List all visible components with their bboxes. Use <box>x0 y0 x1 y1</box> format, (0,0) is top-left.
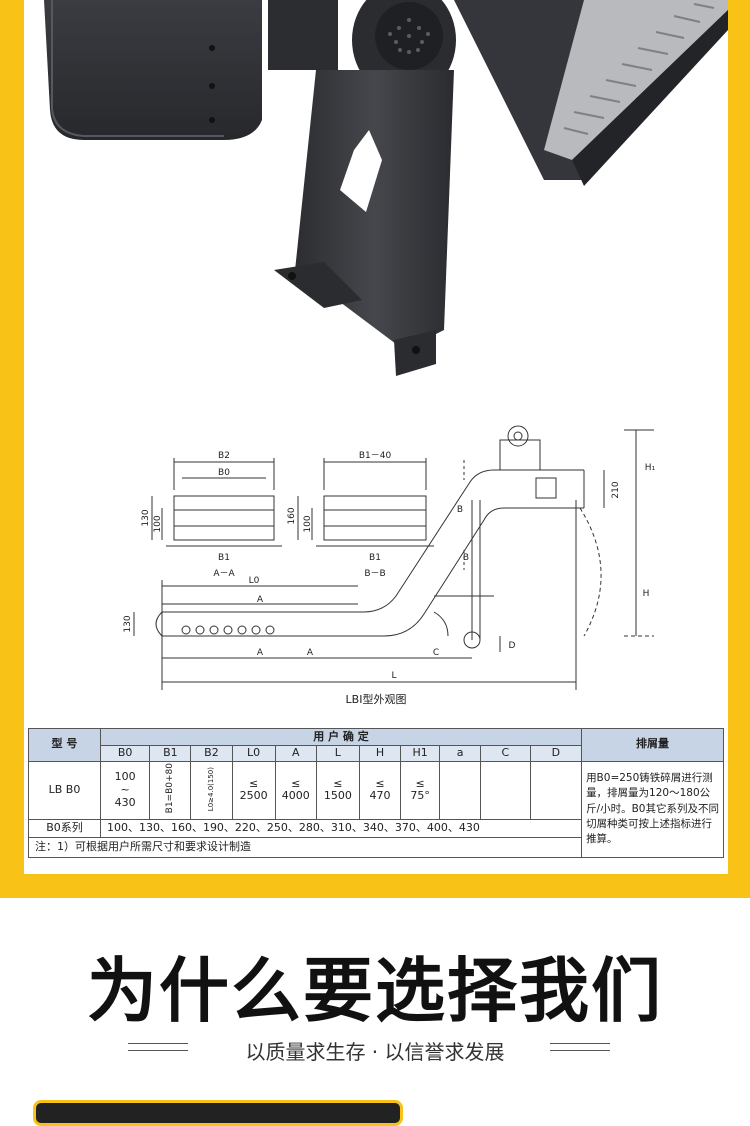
h1-value: 75° <box>410 789 430 803</box>
cell-h: ≤470 <box>358 760 402 821</box>
col-b1: B1 <box>149 745 192 762</box>
next-section-image <box>33 1100 403 1126</box>
a-value: 4000 <box>281 789 310 803</box>
cell-b1: B1=B0+80 <box>149 760 192 821</box>
b0-min: 100 <box>114 770 136 784</box>
l0-label: L0 <box>249 576 260 586</box>
col-h: H <box>358 745 402 762</box>
row-model: LB B0 <box>28 760 101 821</box>
spec-table: 型 号 用 户 确 定 排屑量 B0 B1 B2 L0 A L H H1 a C… <box>27 727 724 859</box>
col-l0: L0 <box>231 745 276 762</box>
le-symbol: ≤ <box>291 776 301 790</box>
motto-right-rule <box>550 1043 610 1051</box>
col-d: D <box>529 745 583 762</box>
c-label: C <box>433 648 439 658</box>
cell-h1: ≤75° <box>400 760 441 821</box>
table-note: 注：1）可根据用户所需尺寸和要求设计制造 <box>27 836 583 859</box>
col-h1: H1 <box>400 745 441 762</box>
technical-drawing: B2 B0 B1 130 100 A－A B1－40 B1 160 100 B－… <box>24 400 728 722</box>
aa-h100-label: 100 <box>153 515 163 532</box>
b0-max: 430 <box>114 795 136 809</box>
aa-h130-label: 130 <box>141 509 151 526</box>
a-lower-label: A <box>257 648 264 658</box>
drawing-caption: LBⅠ型外观图 <box>346 692 407 706</box>
h1-label: H₁ <box>645 463 656 473</box>
a-upper-label: A <box>257 595 264 605</box>
series-label: B0系列 <box>28 819 101 838</box>
why-choose-us-heading: 为什么要选择我们 <box>87 950 663 1032</box>
aa-b1-label: B1 <box>218 553 230 563</box>
col-a-small: a <box>439 745 482 762</box>
h-label: H <box>643 589 650 599</box>
series-values: 100、130、160、190、220、250、280、310、340、370、… <box>99 819 583 838</box>
discharge-note: 用B0=250铸铁碎屑进行测量，排屑量为120～180公斤/小时。B0其它系列及… <box>581 760 724 858</box>
aa-b2-label: B2 <box>218 451 230 461</box>
bb-h100-label: 100 <box>303 515 313 532</box>
conveyor-photo <box>24 0 728 400</box>
col-a: A <box>274 745 317 762</box>
bb-h160-label: 160 <box>287 507 297 524</box>
l0-value: 2500 <box>239 789 268 803</box>
l-label: L <box>391 671 396 681</box>
b-upper-label: B <box>457 505 463 515</box>
cell-a: ≤4000 <box>274 760 317 821</box>
cell-b2: L0≥4.0(150) <box>190 760 233 821</box>
col-l: L <box>315 745 360 762</box>
model-header: 型 号 <box>28 728 101 762</box>
motto-text: 以质量求生存 · 以信誉求发展 <box>245 1040 505 1064</box>
bb-b1-label: B1 <box>369 553 381 563</box>
d210-label: 210 <box>611 481 621 498</box>
b0-tilde: ~ <box>120 783 130 797</box>
le-symbol: ≤ <box>333 776 343 790</box>
discharge-header: 排屑量 <box>581 728 724 762</box>
cell-d <box>529 760 583 821</box>
motto-left-rule <box>128 1043 188 1051</box>
le-symbol: ≤ <box>248 776 259 790</box>
aa-caption: A－A <box>213 569 235 579</box>
le-symbol: ≤ <box>415 776 425 790</box>
cell-b0-range: 100 ~ 430 <box>99 760 151 821</box>
bb-top-label: B1－40 <box>359 451 392 461</box>
bb-caption: B－B <box>364 569 385 579</box>
product-panel: B2 B0 B1 130 100 A－A B1－40 B1 160 100 B－… <box>24 0 728 874</box>
b-lower-label: B <box>463 553 469 563</box>
h-value: 470 <box>369 789 391 803</box>
l-value: 1500 <box>323 789 352 803</box>
user-defined-header: 用 户 确 定 <box>99 727 583 747</box>
cell-l0: ≤2500 <box>231 760 276 821</box>
col-c: C <box>480 745 531 762</box>
b2-formula: L0≥4.0(150) <box>207 766 216 811</box>
col-b0: B0 <box>99 745 151 762</box>
cell-c <box>480 760 531 821</box>
b1-formula: B1=B0+80 <box>165 763 176 814</box>
col-b2: B2 <box>190 745 233 762</box>
a-mid-label: A <box>307 648 314 658</box>
cell-a-small <box>439 760 482 821</box>
le-symbol: ≤ <box>375 776 385 790</box>
d130-label: 130 <box>123 615 133 632</box>
cell-l: ≤1500 <box>315 760 360 821</box>
d-label: D <box>509 641 516 651</box>
aa-b0-label: B0 <box>218 468 230 478</box>
